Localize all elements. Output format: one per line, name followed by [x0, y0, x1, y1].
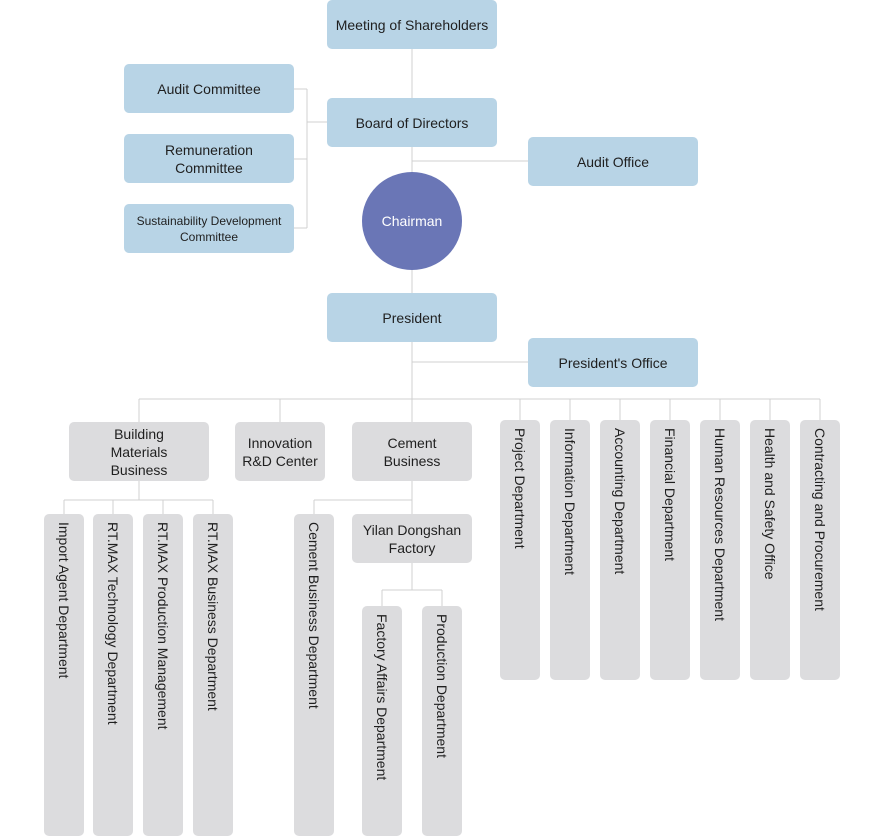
- cement-business-department-label: Cement Business Department: [306, 522, 322, 709]
- yilan-dongshan-factory-box: Yilan Dongshan Factory: [352, 514, 472, 563]
- audit-office-box: Audit Office: [528, 137, 698, 186]
- building-materials-business-box: Building Materials Business: [69, 422, 209, 481]
- president-label: President: [382, 309, 442, 326]
- rtmax-production-management-label: RT.MAX Production Management: [155, 522, 171, 730]
- factory-affairs-department-label: Factory Affairs Department: [374, 614, 390, 781]
- board-of-directors-box: Board of Directors: [327, 98, 497, 147]
- health-and-safety-office-label: Health and Safety Office: [762, 428, 778, 580]
- production-department-box: Production Department: [422, 606, 462, 836]
- rtmax-business-department-label: RT.MAX Business Department: [205, 522, 221, 711]
- production-department-label: Production Department: [434, 614, 450, 758]
- rtmax-technology-department-box: RT.MAX Technology Department: [93, 514, 133, 836]
- accounting-department-label: Accounting Department: [612, 428, 628, 575]
- innovation-rd-center-label: Innovation R&D Center: [242, 434, 318, 469]
- remuneration-committee-box: Remuneration Committee: [124, 134, 294, 183]
- sustainability-committee-label: Sustainability Development Committee: [136, 213, 282, 244]
- project-department-label: Project Department: [512, 428, 528, 549]
- yilan-dongshan-factory-label: Yilan Dongshan Factory: [362, 521, 462, 556]
- presidents-office-label: President's Office: [558, 354, 668, 371]
- cement-business-label: Cement Business: [383, 434, 441, 469]
- presidents-office-box: President's Office: [528, 338, 698, 387]
- import-agent-department-box: Import Agent Department: [44, 514, 84, 836]
- financial-department-box: Financial Department: [650, 420, 690, 680]
- audit-committee-label: Audit Committee: [157, 80, 261, 97]
- factory-affairs-department-box: Factory Affairs Department: [362, 606, 402, 836]
- chairman-label: Chairman: [381, 213, 443, 229]
- accounting-department-box: Accounting Department: [600, 420, 640, 680]
- rtmax-technology-department-label: RT.MAX Technology Department: [105, 522, 121, 725]
- chairman-circle: Chairman: [362, 172, 462, 270]
- project-department-box: Project Department: [500, 420, 540, 680]
- health-and-safety-office-box: Health and Safety Office: [750, 420, 790, 680]
- rtmax-production-management-box: RT.MAX Production Management: [143, 514, 183, 836]
- human-resources-department-label: Human Resources Department: [712, 428, 728, 621]
- information-department-label: Information Department: [562, 428, 578, 576]
- audit-office-label: Audit Office: [576, 153, 650, 170]
- cement-business-box: Cement Business: [352, 422, 472, 481]
- sustainability-committee-box: Sustainability Development Committee: [124, 204, 294, 253]
- contracting-and-procurement-label: Contracting and Procurement: [812, 428, 828, 611]
- human-resources-department-box: Human Resources Department: [700, 420, 740, 680]
- meeting-of-shareholders-box: Meeting of Shareholders: [327, 0, 497, 49]
- remuneration-committee-label: Remuneration Committee: [165, 141, 253, 176]
- audit-committee-box: Audit Committee: [124, 64, 294, 113]
- board-of-directors-label: Board of Directors: [355, 114, 469, 131]
- cement-business-department-box: Cement Business Department: [294, 514, 334, 836]
- information-department-box: Information Department: [550, 420, 590, 680]
- import-agent-department-label: Import Agent Department: [56, 522, 72, 679]
- president-box: President: [327, 293, 497, 342]
- financial-department-label: Financial Department: [662, 428, 678, 562]
- innovation-rd-center-box: Innovation R&D Center: [235, 422, 325, 481]
- building-materials-business-label: Building Materials Business: [110, 425, 168, 478]
- rtmax-business-department-box: RT.MAX Business Department: [193, 514, 233, 836]
- meeting-of-shareholders-label: Meeting of Shareholders: [335, 16, 489, 33]
- contracting-and-procurement-box: Contracting and Procurement: [800, 420, 840, 680]
